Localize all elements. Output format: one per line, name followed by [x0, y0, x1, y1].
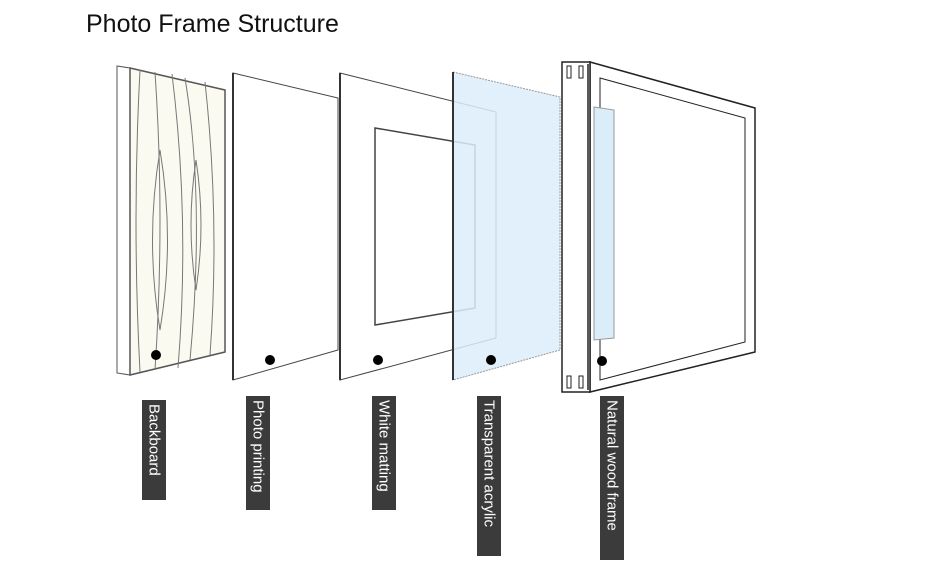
photo-printing-panel [232, 72, 339, 381]
backboard-panel [116, 65, 226, 376]
label-white-matting: White matting [372, 396, 396, 510]
label-transparent-acrylic: Transparent acrylic [477, 396, 501, 556]
label-text: Photo printing [249, 400, 267, 493]
label-text: Backboard [145, 404, 163, 476]
label-photo-printing: Photo printing [246, 396, 270, 510]
diagram-title: Photo Frame Structure [86, 10, 339, 38]
label-natural-wood-frame: Natural wood frame [600, 396, 624, 560]
dot-photo [265, 355, 275, 365]
label-text: White matting [375, 400, 393, 492]
natural-wood-frame [561, 61, 756, 393]
dot-backboard [151, 350, 161, 360]
dot-acrylic [486, 355, 496, 365]
dot-matting [373, 355, 383, 365]
label-text: Transparent acrylic [480, 400, 498, 527]
label-text: Natural wood frame [603, 400, 621, 531]
marker-dots [151, 350, 607, 366]
dot-frame [597, 356, 607, 366]
label-backboard: Backboard [142, 400, 166, 500]
transparent-acrylic-panel [452, 71, 561, 381]
